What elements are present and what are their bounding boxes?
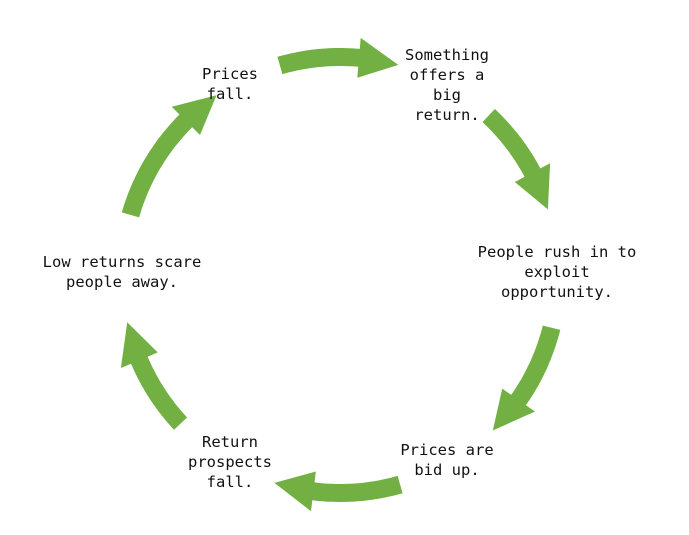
step-label-line: Prices <box>202 65 258 83</box>
step-label-line: prospects <box>188 453 272 471</box>
step-something-offers-big-return: Something offers a big return. <box>405 45 489 125</box>
step-label-line: people away. <box>66 273 178 291</box>
step-low-returns-scare: Low returns scare people away. <box>43 252 202 292</box>
step-label-line: Return <box>202 433 258 451</box>
step-label-line: opportunity. <box>501 283 613 301</box>
step-label-line: return. <box>414 106 480 124</box>
arrow-to-rush-icon <box>482 109 551 210</box>
step-label-line: big <box>433 86 461 104</box>
step-return-prospects-fall: Return prospects fall. <box>188 432 272 492</box>
arrow-to-bid-up-icon <box>492 325 561 431</box>
arrow-to-prices-fall-icon <box>121 95 217 218</box>
step-label-line: People rush in to <box>477 243 637 261</box>
step-label-line: fall. <box>206 85 254 103</box>
arrow-to-prospects-icon <box>274 471 403 512</box>
step-label-line: offers a <box>409 66 485 84</box>
step-prices-fall: Prices fall. <box>202 64 258 104</box>
arrow-to-offer-icon <box>277 37 399 78</box>
step-prices-bid-up: Prices are bid up. <box>400 440 493 480</box>
step-label-line: Something <box>405 46 489 64</box>
step-people-rush-in: People rush in to exploit opportunity. <box>478 242 637 302</box>
step-label-line: Low returns scare <box>42 253 202 271</box>
step-label-line: bid up. <box>414 461 480 479</box>
arrow-to-scare-icon <box>120 322 188 430</box>
step-label-line: fall. <box>206 473 254 491</box>
step-label-line: exploit <box>524 263 590 281</box>
step-label-line: Prices are <box>400 441 494 459</box>
